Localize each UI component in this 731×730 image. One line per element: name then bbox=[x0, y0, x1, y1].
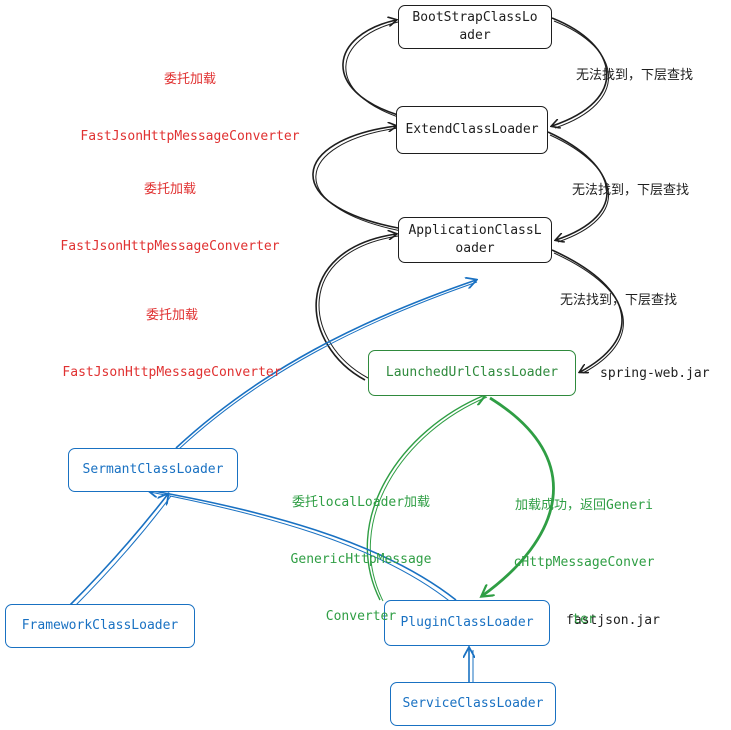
node-plugin-classloader[interactable]: PluginClassLoader bbox=[384, 600, 550, 646]
load-success-line1: 加载成功，返回Generi bbox=[515, 498, 653, 513]
node-sermant-label: SermantClassLoader bbox=[82, 462, 224, 477]
arrow-framework-to-sermant bbox=[69, 494, 168, 606]
node-launched-url-classloader[interactable]: LaunchedUrlClassLoader bbox=[368, 350, 576, 396]
delegate-label-2: 委托加载 FastJsonHttpMessageConverter bbox=[36, 142, 304, 294]
delegate-label-1-line1: 委托加载 bbox=[163, 72, 216, 87]
arrow-application-to-extend-sketch bbox=[315, 127, 402, 232]
arrow-plugin-to-sermant bbox=[148, 490, 457, 601]
local-delegate-line3: Converter bbox=[325, 609, 397, 624]
node-framework-label: FrameworkClassLoader bbox=[21, 618, 179, 633]
arrow-launched-to-application bbox=[315, 234, 396, 381]
local-delegate-line2: GenericHttpMessage bbox=[290, 552, 432, 567]
delegate-label-2-line1: 委托加载 bbox=[143, 182, 196, 197]
node-plugin-label: PluginClassLoader bbox=[400, 615, 534, 630]
not-found-label-3: 无法找到，下层查找 bbox=[560, 293, 678, 308]
arrow-application-to-launched bbox=[551, 249, 623, 372]
node-extend-classloader[interactable]: ExtendClassLoader bbox=[396, 106, 548, 154]
not-found-label-1: 无法找到，下层查找 bbox=[576, 68, 694, 83]
delegate-label-1-line2: FastJsonHttpMessageConverter bbox=[80, 129, 300, 144]
local-delegate-line1: 委托localLoader加载 bbox=[291, 495, 431, 510]
arrow-bootstrap-to-extend-sketch bbox=[553, 20, 610, 129]
arrow-launched-to-application-sketch bbox=[318, 235, 399, 379]
node-bootstrap-classloader[interactable]: BootStrapClassLoader bbox=[398, 5, 552, 49]
arrow-extend-to-application bbox=[547, 131, 608, 240]
node-application-classloader[interactable]: ApplicationClassLoader bbox=[398, 217, 552, 263]
spring-web-jar-label: spring-web.jar bbox=[600, 366, 710, 381]
arrow-plugin-to-launched-sketch bbox=[369, 396, 488, 602]
node-service-label: ServiceClassLoader bbox=[402, 696, 544, 711]
arrow-application-to-launched-sketch bbox=[553, 252, 624, 374]
arrow-framework-to-sermant-sketch bbox=[73, 495, 172, 608]
arrow-sermant-to-application bbox=[175, 280, 476, 449]
arrow-application-to-extend bbox=[312, 126, 398, 229]
arrow-extend-to-application-sketch bbox=[549, 134, 610, 243]
delegate-label-2-line2: FastJsonHttpMessageConverter bbox=[60, 239, 280, 254]
arrow-plugin-to-sermant-sketch bbox=[149, 491, 453, 604]
node-extend-label: ExtendClassLoader bbox=[405, 122, 539, 137]
arrow-plugin-to-launched bbox=[366, 395, 485, 601]
node-service-classloader[interactable]: ServiceClassLoader bbox=[390, 682, 556, 726]
arrow-extend-to-bootstrap-sketch bbox=[345, 21, 402, 119]
load-success-label: 加载成功，返回Generi cHttpMessageConver ter bbox=[492, 458, 676, 667]
arrow-sermant-to-application-sketch bbox=[178, 281, 478, 450]
load-success-line2: cHttpMessageConver bbox=[513, 555, 655, 570]
node-launched-label: LaunchedUrlClassLoader bbox=[385, 365, 559, 380]
node-bootstrap-label: BootStrapClassLoader bbox=[412, 10, 538, 43]
arrow-bootstrap-to-extend bbox=[552, 17, 608, 126]
fastjson-jar-label: fastjson.jar bbox=[566, 613, 660, 628]
node-framework-classloader[interactable]: FrameworkClassLoader bbox=[5, 604, 195, 648]
load-success-line3: ter bbox=[572, 612, 596, 627]
delegate-label-1: 委托加载 FastJsonHttpMessageConverter bbox=[56, 32, 324, 184]
delegate-label-3-line1: 委托加载 bbox=[145, 308, 198, 323]
node-application-label: ApplicationClassLoader bbox=[408, 223, 542, 256]
arrow-launched-to-plugin bbox=[482, 396, 555, 596]
arrow-extend-to-bootstrap bbox=[342, 20, 398, 116]
delegate-label-3-line2: FastJsonHttpMessageConverter bbox=[62, 365, 282, 380]
not-found-label-2: 无法找到，下层查找 bbox=[572, 183, 690, 198]
delegate-label-3: 委托加载 FastJsonHttpMessageConverter bbox=[38, 268, 306, 420]
node-sermant-classloader[interactable]: SermantClassLoader bbox=[68, 448, 238, 492]
local-delegate-label: 委托localLoader加载 GenericHttpMessage Conve… bbox=[272, 455, 450, 664]
